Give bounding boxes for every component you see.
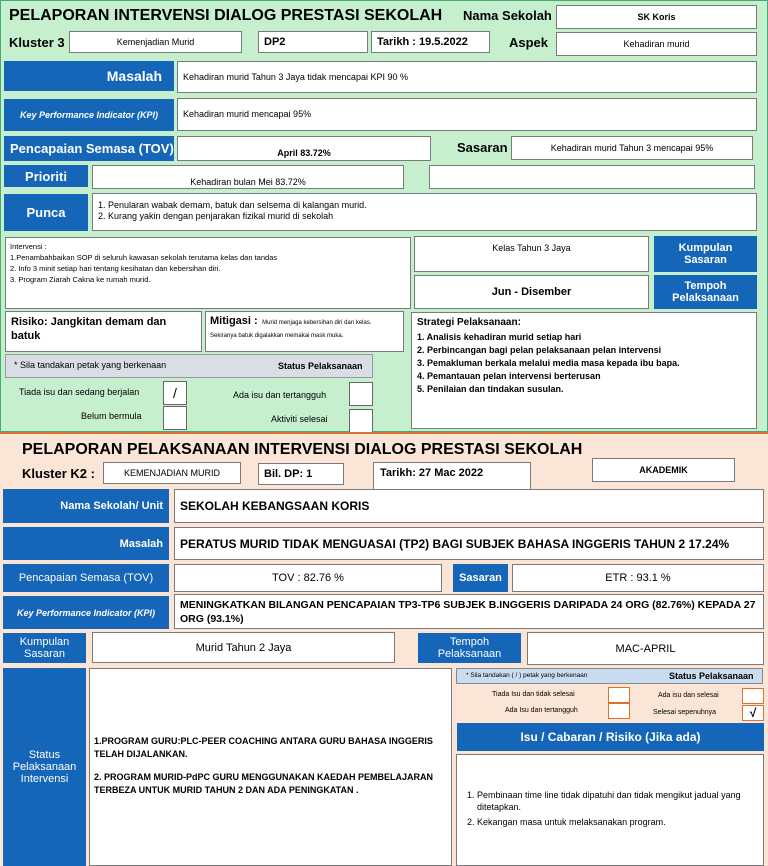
- strategi-item: 4. Pemantauan pelan intervensi berterusa…: [417, 371, 601, 381]
- kluster-label: Kluster 3: [9, 35, 65, 50]
- opt-belum-bermula-checkbox[interactable]: [163, 406, 187, 430]
- tandakan-note: * Sila tandakan petak yang berkenaan: [14, 360, 167, 370]
- dp-value: DP2: [258, 31, 368, 53]
- bottom-tov-label: Pencapaian Semasa (TOV): [3, 564, 169, 592]
- strategi-item: 2. Perbincangan bagi pelan pelaksanaan p…: [417, 345, 662, 355]
- tarikh-value: Tarikh : 19.5.2022: [371, 31, 490, 53]
- intervention-report-top: PELAPORAN INTERVENSI DIALOG PRESTASI SEK…: [0, 0, 768, 433]
- nama-sekolah-label: Nama Sekolah: [463, 8, 552, 23]
- tempoh-value: Jun - Disember: [414, 275, 649, 309]
- implementation-report-bottom: PELAPORAN PELAKSANAAN INTERVENSI DIALOG …: [0, 432, 768, 866]
- bottom-status-head: Status Pelaksanaan: [669, 671, 754, 681]
- bottom-tov-value: TOV : 82.76 %: [174, 564, 442, 592]
- bottom-masalah-label: Masalah: [3, 527, 169, 560]
- tempoh-label: Tempoh Pelaksanaan: [654, 275, 757, 309]
- prioriti-label: Prioriti: [4, 165, 88, 187]
- strategi-item: 5. Penilaian dan tindakan susulan.: [417, 384, 564, 394]
- mitigasi-value: Murid menjaga kebersihan diri dan kelas.…: [210, 320, 372, 339]
- bottom-nama-label: Nama Sekolah/ Unit: [3, 489, 169, 523]
- bottom-masalah-value: PERATUS MURID TIDAK MENGUASAI (TP2) BAGI…: [174, 527, 764, 560]
- intervensi-item: 3. Program Ziarah Cakna ke rumah murid.: [10, 275, 151, 284]
- risiko-box: Risiko: Jangkitan demam dan batuk: [5, 311, 202, 352]
- nama-sekolah-value: SK Koris: [556, 5, 757, 29]
- sasaran-label: Sasaran: [457, 140, 508, 155]
- bottom-sasaran-value: ETR : 93.1 %: [512, 564, 764, 592]
- intervensi-label: Intervensi :: [10, 242, 47, 251]
- punca-item: 1. Penularan wabak demam, batuk dan sels…: [98, 200, 367, 210]
- bottom-sasaran-label: Sasaran: [453, 564, 508, 592]
- opt-selesai-label: Aktiviti selesai: [271, 414, 328, 424]
- masalah-value: Kehadiran murid Tahun 3 Jaya tidak menca…: [177, 61, 757, 93]
- bottom-status-item: 2. PROGRAM MURID-PdPC GURU MENGGUNAKAN K…: [94, 772, 434, 795]
- bottom-opt3-label: Ada isu dan selesai: [658, 692, 719, 699]
- opt-belum-bermula-label: Belum bermula: [81, 411, 142, 421]
- opt-ada-isu-checkbox[interactable]: [349, 382, 373, 406]
- bottom-opt1-checkbox[interactable]: [608, 687, 630, 703]
- punca-label: Punca: [4, 194, 88, 231]
- intervensi-box: Intervensi : 1.Penambahbaikan SOP di sel…: [5, 237, 411, 309]
- status-header-bar: * Sila tandakan petak yang berkenaan Sta…: [5, 354, 373, 378]
- kumpulan-value: Kelas Tahun 3 Jaya: [414, 236, 649, 272]
- bottom-kluster-label: Kluster K2 :: [22, 466, 95, 481]
- kumpulan-label: Kumpulan Sasaran: [654, 236, 757, 272]
- strategi-item: 1. Analisis kehadiran murid setiap hari: [417, 332, 582, 342]
- bottom-status-header-bar: * Sila tandakan ( / ) petak yang berkena…: [456, 668, 763, 684]
- bottom-opt4-label: Selesai sepenuhnya: [653, 709, 717, 716]
- prioriti-value: Kehadiran bulan Mei 83.72%: [92, 165, 404, 189]
- bottom-opt4-checkbox[interactable]: √: [742, 705, 764, 721]
- opt-tiada-isu-label: Tiada isu dan sedang berjalan: [19, 387, 140, 397]
- bottom-status-item: 1.PROGRAM GURU:PLC-PEER COACHING ANTARA …: [94, 736, 433, 759]
- kluster-value: Kemenjadian Murid: [69, 31, 242, 53]
- mitigasi-box: Mitigasi : Murid menjaga kebersihan diri…: [205, 311, 404, 352]
- bottom-dp-value: Bil. DP: 1: [258, 463, 344, 485]
- bottom-isu-label: Isu / Cabaran / Risiko (Jika ada): [457, 723, 764, 751]
- intervensi-item: 1.Penambahbaikan SOP di seluruh kawasan …: [10, 253, 278, 262]
- masalah-label: Masalah: [4, 61, 174, 91]
- tov-label: Pencapaian Semasa (TOV): [4, 136, 174, 161]
- opt-ada-isu-label: Ada isu dan tertangguh: [233, 390, 327, 400]
- bottom-status-box: 1.PROGRAM GURU:PLC-PEER COACHING ANTARA …: [89, 668, 452, 866]
- aspek-label: Aspek: [509, 35, 549, 50]
- aspek-value: Kehadiran murid: [556, 32, 757, 56]
- sasaran-value: Kehadiran murid Tahun 3 mencapai 95%: [511, 136, 753, 160]
- punca-item: 2. Kurang yakin dengan penjarakan fizika…: [98, 211, 334, 221]
- bottom-opt3-checkbox[interactable]: [742, 688, 764, 704]
- bottom-kpi-value: MENINGKATKAN BILANGAN PENCAPAIAN TP3-TP6…: [174, 594, 764, 629]
- status-pelaksanaan-label: Status Pelaksanaan: [278, 361, 363, 371]
- bottom-nama-value: SEKOLAH KEBANGSAAN KORIS: [174, 489, 764, 523]
- bottom-isu-item: Pembinaan time line tidak dipatuhi dan t…: [477, 789, 757, 813]
- bottom-isu-box: Pembinaan time line tidak dipatuhi dan t…: [456, 754, 764, 866]
- bottom-opt2-label: Ada Isu dan tertangguh: [505, 707, 578, 714]
- tov-value: April 83.72%: [177, 136, 431, 161]
- bottom-aspek-value: AKADEMIK: [592, 458, 735, 482]
- bottom-isu-item: Kekangan masa untuk melaksanakan program…: [477, 816, 757, 828]
- bottom-kpi-label: Key Performance Indicator (KPI): [3, 596, 169, 629]
- strategi-box: Strategi Pelaksanaan: 1. Analisis kehadi…: [411, 312, 757, 429]
- bottom-tempoh-value: MAC-APRIL: [527, 632, 764, 665]
- bottom-status-label: Status Pelaksanaan Intervensi: [3, 668, 86, 866]
- bottom-kumpulan-value: Murid Tahun 2 Jaya: [92, 632, 395, 663]
- bottom-opt1-label: Tiada Isu dan tidak selesai: [492, 691, 575, 698]
- mitigasi-label: Mitigasi :: [210, 315, 258, 327]
- kpi-label: Key Performance Indicator (KPI): [4, 99, 174, 131]
- strategi-label: Strategi Pelaksanaan:: [417, 317, 521, 328]
- opt-tiada-isu-checkbox[interactable]: /: [163, 381, 187, 405]
- kpi-value: Kehadiran murid mencapai 95%: [177, 98, 757, 131]
- opt-selesai-checkbox[interactable]: [349, 409, 373, 433]
- bottom-opt2-checkbox[interactable]: [608, 703, 630, 719]
- prioriti-extra-box: [429, 165, 755, 189]
- bottom-tandakan-note: * Sila tandakan ( / ) petak yang berkena…: [466, 672, 588, 679]
- intervensi-item: 2. Info 3 minit setiap hari tentang kesi…: [10, 264, 221, 273]
- strategi-item: 3. Pemakluman berkala melalui media masa…: [417, 358, 680, 368]
- bottom-kumpulan-label: Kumpulan Sasaran: [3, 633, 86, 663]
- bottom-kluster-value: KEMENJADIAN MURID: [103, 462, 241, 484]
- top-title: PELAPORAN INTERVENSI DIALOG PRESTASI SEK…: [9, 7, 443, 24]
- bottom-tempoh-label: Tempoh Pelaksanaan: [418, 633, 521, 663]
- bottom-title: PELAPORAN PELAKSANAAN INTERVENSI DIALOG …: [22, 441, 583, 458]
- punca-box: 1. Penularan wabak demam, batuk dan sels…: [92, 193, 757, 231]
